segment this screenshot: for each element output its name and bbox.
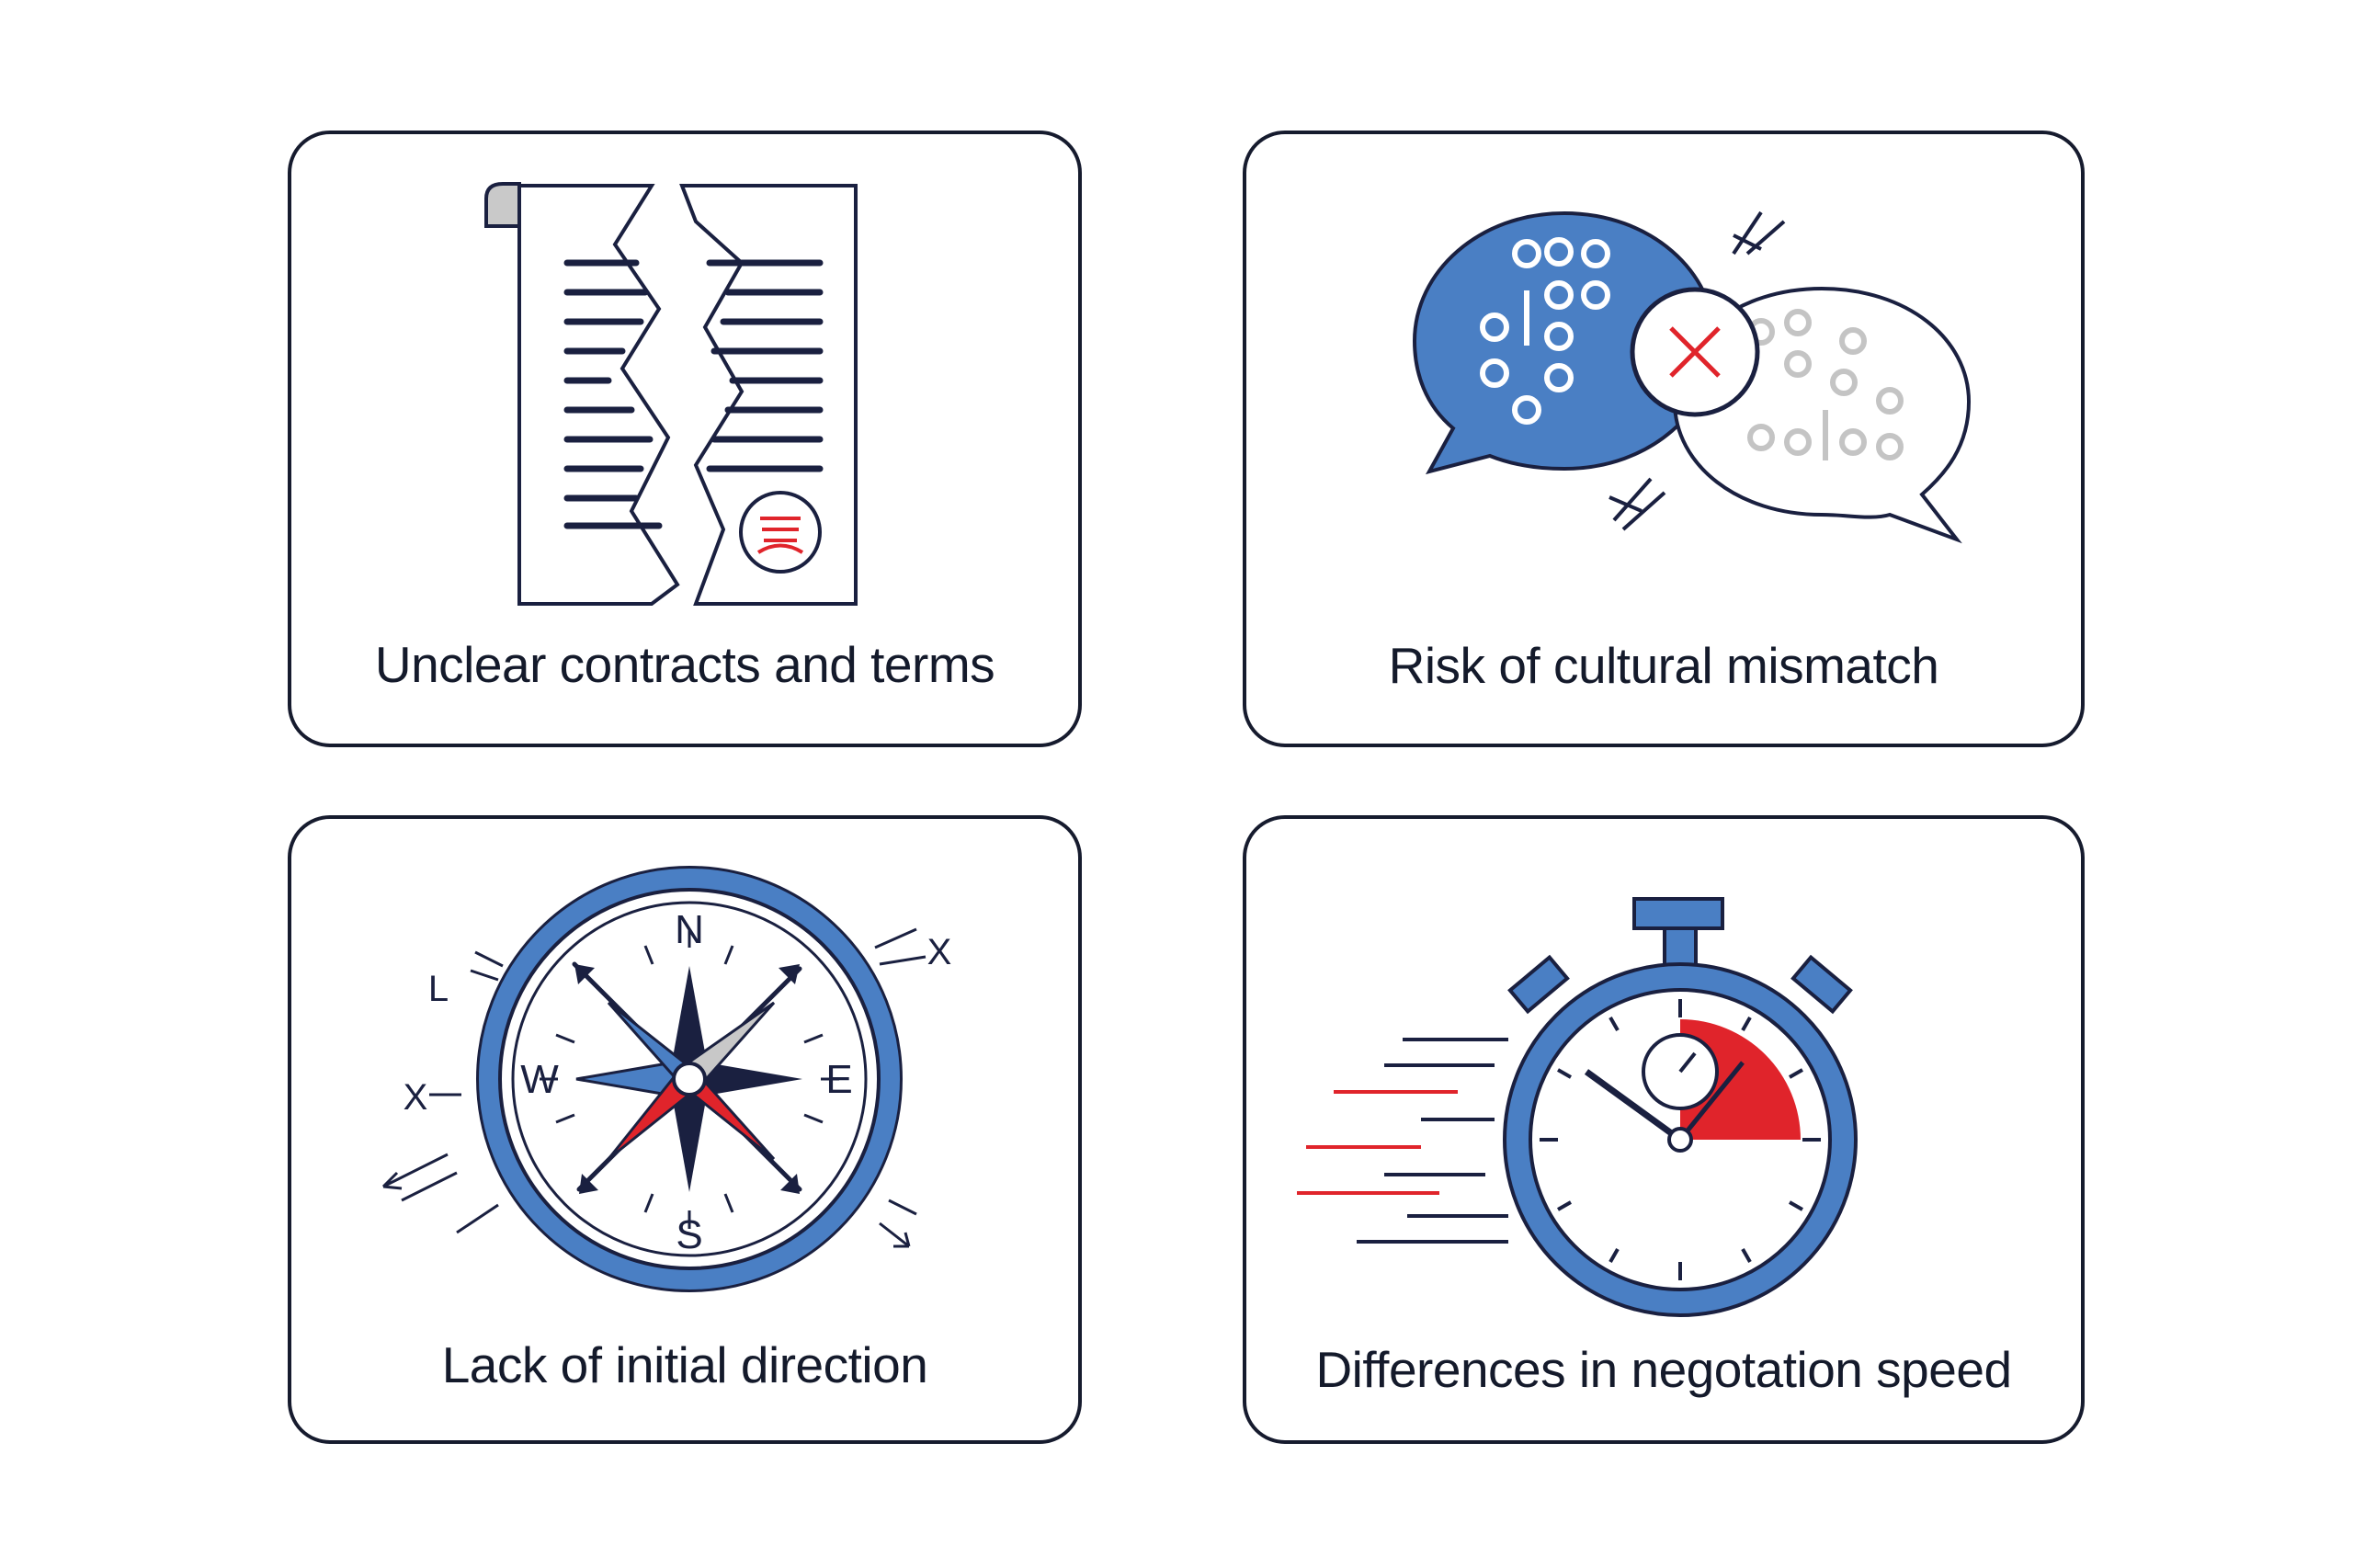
- mark-l: L: [428, 969, 449, 1009]
- card-label: Unclear contracts and terms: [374, 636, 995, 693]
- card-negotiation-speed: Differences in negotation speed: [1243, 815, 2085, 1444]
- seal-icon: [739, 491, 822, 574]
- compass-south: S: [676, 1212, 702, 1257]
- card-label: Risk of cultural mismatch: [1388, 637, 1939, 694]
- mark-x-left: X: [404, 1077, 428, 1118]
- card-label: Lack of initial direction: [441, 1336, 928, 1393]
- card-label: Differences in negotation speed: [1315, 1341, 2012, 1398]
- compass-north: N: [675, 907, 704, 952]
- compass-east: E: [825, 1057, 852, 1102]
- card-cultural-mismatch: Risk of cultural mismatch: [1243, 131, 2085, 747]
- card-unclear-contracts: Unclear contracts and terms: [288, 131, 1082, 747]
- card-initial-direction: N S E W L X X Lack of initial direction: [288, 815, 1082, 1444]
- mark-x-right: X: [927, 932, 952, 972]
- compass-icon: N S E W L X X: [381, 866, 952, 1292]
- speech-bubbles-mismatch-icon: [1412, 210, 1972, 544]
- compass-west: W: [520, 1057, 559, 1102]
- torn-contract-icon: [484, 182, 858, 606]
- stopwatch-icon: [1297, 897, 1858, 1317]
